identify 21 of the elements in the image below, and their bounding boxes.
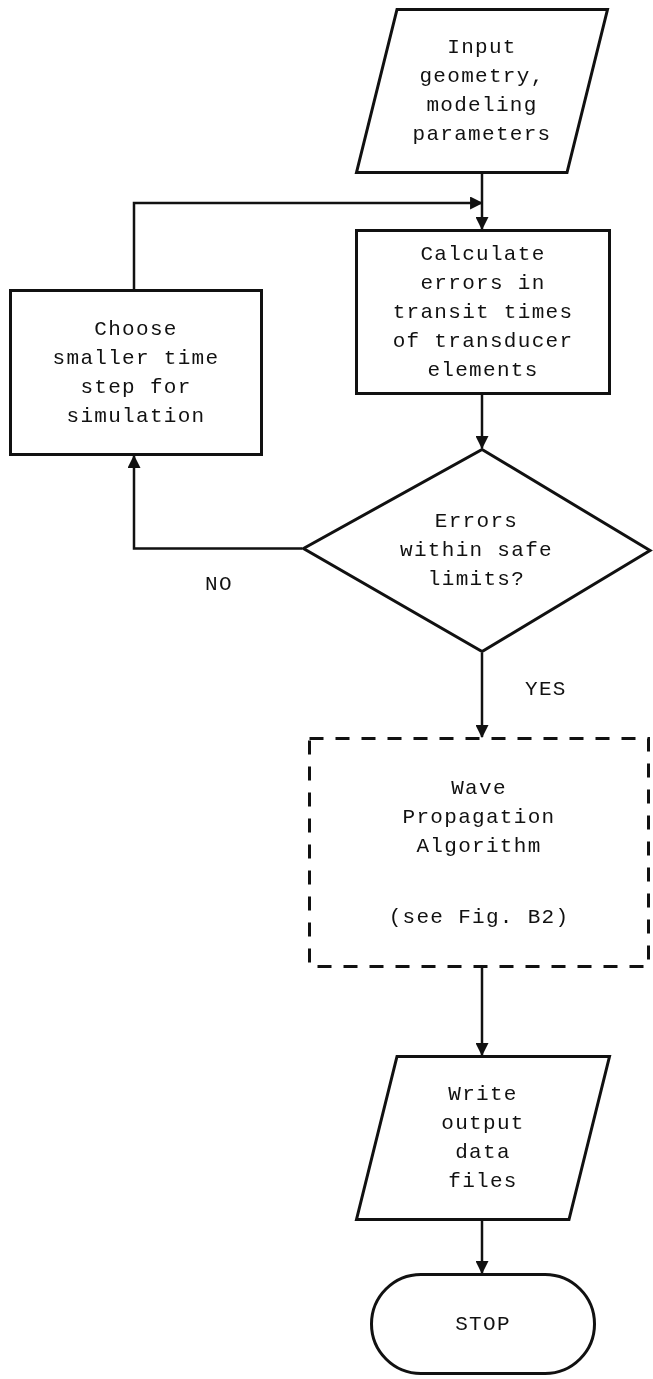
decision-diamond — [302, 448, 651, 653]
process-box — [9, 289, 263, 456]
node-text: Errors within safe limits? — [399, 509, 554, 593]
arrow — [132, 196, 484, 289]
node-text: STOP — [454, 1311, 512, 1338]
node-text: Choose smaller time step for simulation — [51, 316, 221, 430]
node-text: Wave Propagation Algorithm — [401, 775, 557, 860]
node-text: (see Fig. B2) — [387, 904, 571, 931]
node-text: Calculate errors in transit times of transducer elements — [391, 241, 575, 384]
arrow — [127, 454, 302, 550]
node-text: Write output data files — [440, 1082, 526, 1195]
arrow — [475, 395, 489, 450]
arrow — [475, 174, 489, 231]
node-text: Input geometry, modeling parameters — [411, 35, 553, 148]
input-output-parallelogram — [355, 8, 609, 174]
arrow — [475, 653, 489, 739]
process-box — [355, 229, 611, 395]
dashed-process-box — [308, 737, 650, 968]
input-output-parallelogram — [355, 1055, 611, 1221]
arrow — [475, 1221, 489, 1275]
arrow — [475, 968, 489, 1057]
